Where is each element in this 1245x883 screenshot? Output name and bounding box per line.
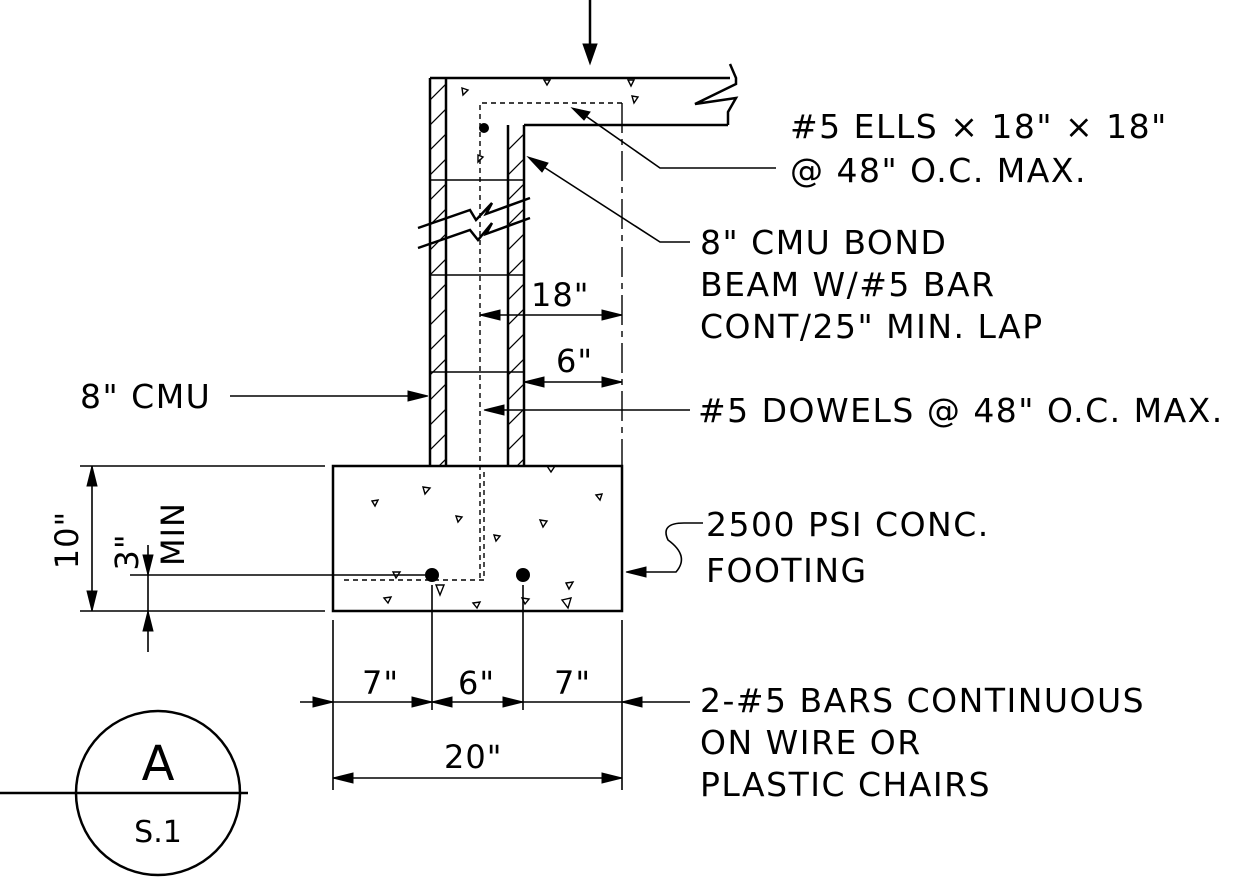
wall-break-line [417,196,531,230]
dim-footing-width: 20" [444,738,502,776]
ells-label-line1: #5 ELLS × 18" × 18" [790,107,1168,146]
footing-bar-left [425,568,439,582]
cmu-label: 8" CMU [80,377,211,416]
bond-beam-label-line1: 8" CMU BOND [700,223,947,262]
rebar [344,102,622,581]
dowel-bar [344,470,485,581]
footing-label-line1: 2500 PSI CONC. [706,505,990,544]
dim-cover: 3" [108,533,146,570]
dim-lap: 18" [531,276,589,314]
extension-lines [80,103,623,790]
leader-lines [230,107,776,578]
load-arrow [582,0,598,66]
dim-right-edge: 7" [554,664,591,702]
ell-bar-dot [479,123,489,133]
bars-label-line1: 2-#5 BARS CONTINUOUS [700,681,1145,720]
dimension-lines [86,309,690,784]
bond-beam-label-line3: CONT/25" MIN. LAP [700,307,1044,346]
bars-label-line2: ON WIRE OR [700,723,922,762]
ells-label-line2: @ 48" O.C. MAX. [790,151,1087,190]
section-letter: A [142,736,175,792]
wall-hatch-left [430,83,446,466]
dim-footing-depth: 10" [48,511,86,569]
dowels-label: #5 DOWELS @ 48" O.C. MAX. [698,391,1224,430]
ell-bar [479,102,622,580]
section-marker: A S.1 [0,709,248,877]
dim-cover-min: MIN [154,502,192,566]
bars-label-line3: PLASTIC CHAIRS [700,765,991,804]
section-sheet: S.1 [134,815,182,850]
footing-label-line2: FOOTING [706,551,868,590]
slab [430,63,739,164]
dim-dowel-extension: 6" [556,342,593,380]
bond-beam-label-line2: BEAM W/#5 BAR [700,265,996,304]
dim-left-edge: 7" [362,664,399,702]
cmu-wall [417,78,531,466]
footing-bar-right [516,568,530,582]
footing [331,464,624,613]
dim-bar-spacing: 6" [458,664,495,702]
